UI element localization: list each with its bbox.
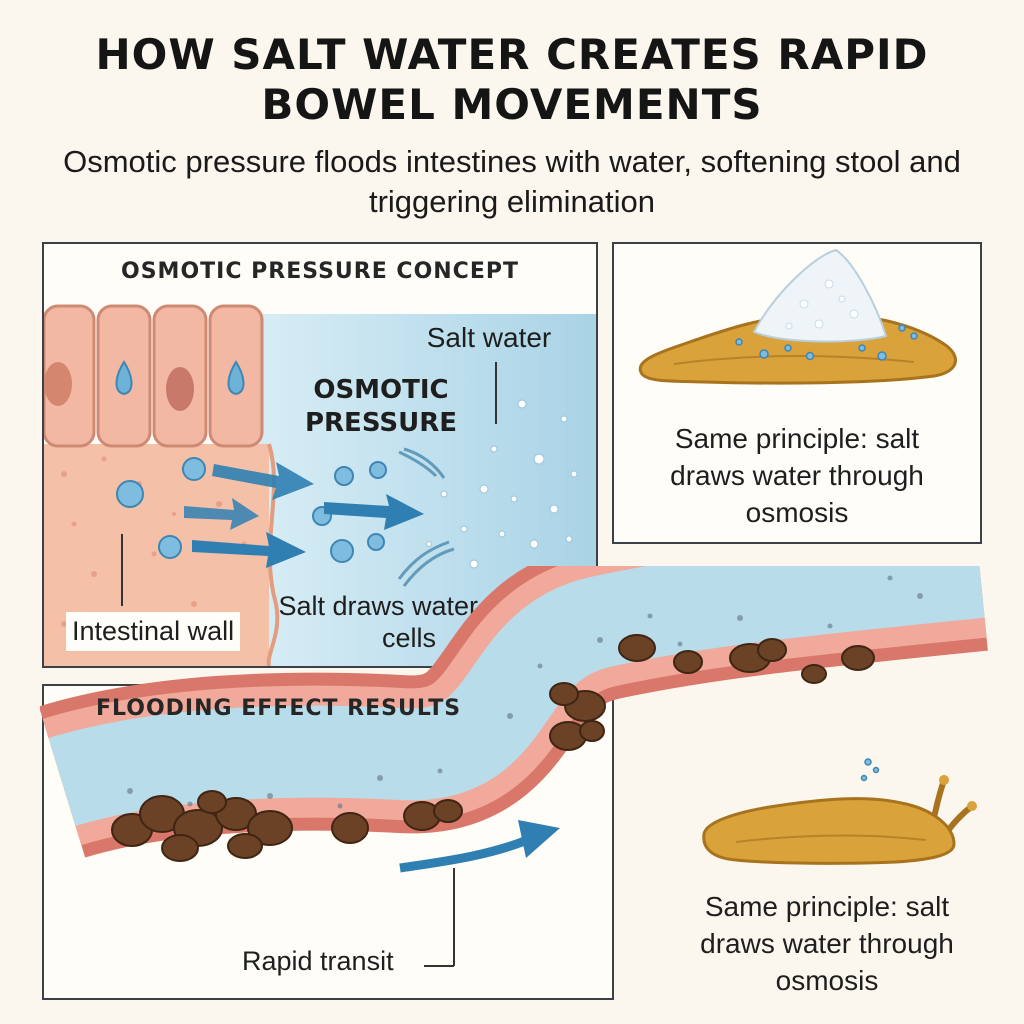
slug-principle-caption: Same principle: salt draws water through… <box>700 891 954 996</box>
flooding-panel-heading: FLOODING EFFECT RESULTS <box>96 696 462 721</box>
floating-particles <box>127 575 923 809</box>
page-title: HOW SALT WATER CREATES RAPID BOWEL MOVEM… <box>95 30 929 129</box>
intestinal-wall-label: Intestinal wall <box>66 612 241 651</box>
cell-nucleus <box>166 367 194 411</box>
water-droplets-in-cells <box>115 360 245 396</box>
stool-pieces <box>111 634 875 862</box>
salt-crystals <box>426 399 578 583</box>
cell-nucleus <box>44 362 72 406</box>
water-droplets <box>860 758 880 782</box>
osmosis-arrows <box>184 462 424 568</box>
salt-water-label: Salt water <box>426 322 552 353</box>
salt-principle-caption: Same principle: salt draws water through… <box>670 423 924 528</box>
water-droplets <box>735 324 918 361</box>
slug-body <box>702 797 956 865</box>
salt-water-region <box>244 314 596 666</box>
salted-slug-illustration <box>638 248 957 385</box>
osmotic-pressure-panel: OSMOTIC PRESSURE CONCEPT Salt water OSMO… <box>42 242 598 668</box>
rapid-transit-label: Rapid transit <box>242 946 394 976</box>
intestine-lumen <box>48 566 985 827</box>
slug-salt-panel: Same principle: salt draws water through… <box>612 242 982 544</box>
osmotic-pressure-label: OSMOTIC PRESSURE <box>304 375 457 438</box>
page-subtitle: Osmotic pressure floods intestines with … <box>63 144 961 219</box>
osmotic-panel-heading: OSMOTIC PRESSURE CONCEPT <box>121 259 519 284</box>
osmosis-illustration <box>44 304 596 666</box>
flow-arrow <box>399 833 534 873</box>
slug-illustration <box>702 758 977 865</box>
water-molecules <box>116 457 387 563</box>
intestine-illustration <box>40 566 988 967</box>
salt-pile <box>752 248 888 343</box>
